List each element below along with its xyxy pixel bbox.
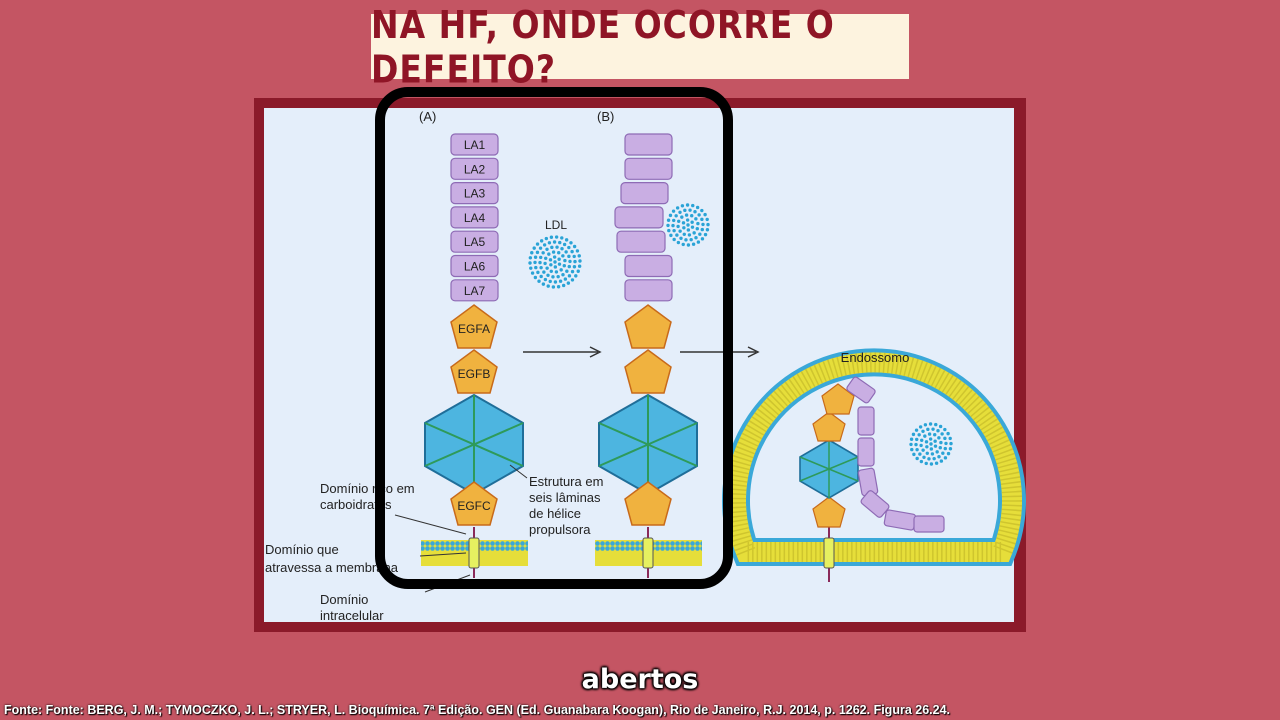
la-domain-b-1 [624, 133, 673, 156]
ldl-label: LDL [545, 218, 567, 232]
svg-text:carboidratos: carboidratos [320, 497, 392, 512]
svg-text:Domínio que: Domínio que [265, 542, 339, 557]
svg-text:Domínio: Domínio [320, 592, 368, 607]
endossomo-label: Endossomo [841, 350, 910, 365]
endosome [722, 348, 1026, 566]
receptor-in-endosome [799, 376, 945, 582]
arrow-a-to-b [523, 346, 602, 358]
la-domain-5: LA5 [450, 230, 499, 253]
la-domain-3: LA3 [450, 182, 499, 205]
svg-text:EGFC: EGFC [457, 499, 491, 513]
svg-text:EGFB: EGFB [458, 367, 491, 381]
ldl-particle [528, 235, 582, 289]
svg-text:EGFA: EGFA [458, 322, 490, 336]
svg-text:atravessa a membrana: atravessa a membrana [265, 560, 399, 575]
svg-text:de hélice: de hélice [529, 506, 581, 521]
panel-a-label: (A) [419, 109, 436, 124]
egfc-domain-b [624, 481, 672, 526]
la-domain-6: LA6 [450, 254, 499, 278]
svg-text:propulsora: propulsora [529, 522, 591, 537]
egfb-domain: EGFB [450, 349, 498, 394]
video-subtitle: abertos [581, 664, 699, 695]
title-banner: NA HF, ONDE OCORRE O DEFEITO? [371, 2, 909, 91]
panel-b-label: (B) [597, 109, 614, 124]
egfa-domain-b [624, 304, 672, 349]
egfc-domain: EGFC [450, 481, 498, 526]
egfb-domain-b [624, 349, 672, 394]
la-domain-b-6 [624, 254, 673, 278]
ldl-particle-endosome [909, 422, 953, 466]
la-domain-7: LA7 [450, 279, 499, 302]
propeller-label: Estrutura em seis lâminas de hélice prop… [529, 474, 603, 537]
svg-text:LA5: LA5 [464, 235, 486, 249]
svg-text:intracelular: intracelular [320, 608, 384, 623]
la-domain-b-2 [624, 157, 673, 180]
propeller-domain-a [424, 393, 524, 496]
source-citation: Fonte: Fonte: BERG, J. M.; TYMOCZKO, J. … [4, 703, 950, 717]
transmembrane-domain-label: Domínio que atravessa a membrana [265, 542, 399, 575]
la-domain-1: LA1 [450, 133, 499, 156]
propeller-domain-b [598, 393, 698, 496]
svg-text:Domínio rico em: Domínio rico em [320, 481, 415, 496]
la-domain-2: LA2 [450, 157, 499, 180]
transmembrane-domain-b [642, 537, 654, 569]
la-domain-b-3 [620, 182, 669, 205]
la-domain-b-4 [614, 206, 664, 229]
ldl-particle-bound [666, 203, 710, 247]
la-domain-4: LA4 [450, 206, 499, 229]
la-domain-b-7 [624, 279, 673, 302]
slide-title: NA HF, ONDE OCORRE O DEFEITO? [371, 1, 835, 92]
transmembrane-domain-a [468, 537, 480, 569]
svg-text:LA7: LA7 [464, 284, 486, 298]
highlight-box [375, 87, 733, 589]
la-domains-b [614, 133, 673, 302]
carbohydrate-domain-label: Domínio rico em carboidratos [320, 481, 415, 512]
arrow-b-to-endosome [680, 346, 760, 358]
svg-text:LA3: LA3 [464, 187, 486, 201]
svg-text:LA6: LA6 [464, 260, 486, 274]
svg-text:Estrutura em: Estrutura em [529, 474, 603, 489]
la-domain-b-5 [616, 230, 666, 253]
svg-text:LA4: LA4 [464, 211, 486, 225]
egfa-domain: EGFA [450, 304, 498, 349]
intracellular-domain-label: Domínio intracelular [320, 592, 384, 623]
svg-text:seis lâminas: seis lâminas [529, 490, 601, 505]
svg-text:LA1: LA1 [464, 138, 486, 152]
svg-text:LA2: LA2 [464, 162, 486, 176]
